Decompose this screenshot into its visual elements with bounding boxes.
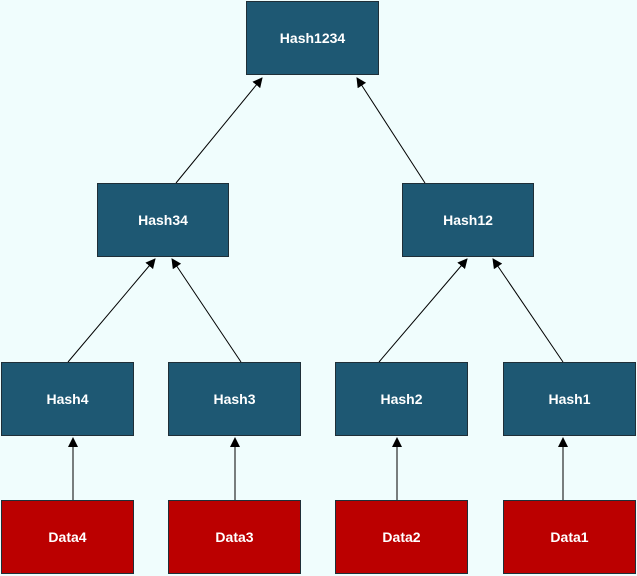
edge-hash12-hash1234 xyxy=(356,77,426,184)
node-data2: Data2 xyxy=(335,500,468,574)
edge-hash2-hash12 xyxy=(378,258,468,363)
node-hash3: Hash3 xyxy=(168,362,301,436)
edge-hash3-hash34 xyxy=(171,258,242,363)
node-data3: Data3 xyxy=(168,500,301,574)
node-hash2: Hash2 xyxy=(335,362,468,436)
node-data1: Data1 xyxy=(503,500,636,574)
node-hash34: Hash34 xyxy=(97,183,229,257)
node-data4: Data4 xyxy=(1,500,134,574)
node-hash1234: Hash1234 xyxy=(246,1,379,75)
edge-hash4-hash34 xyxy=(67,258,156,363)
edge-hash1-hash12 xyxy=(492,258,564,363)
edge-hash34-hash1234 xyxy=(175,77,263,184)
node-hash4: Hash4 xyxy=(1,362,134,436)
node-hash12: Hash12 xyxy=(402,183,534,257)
node-hash1: Hash1 xyxy=(503,362,636,436)
